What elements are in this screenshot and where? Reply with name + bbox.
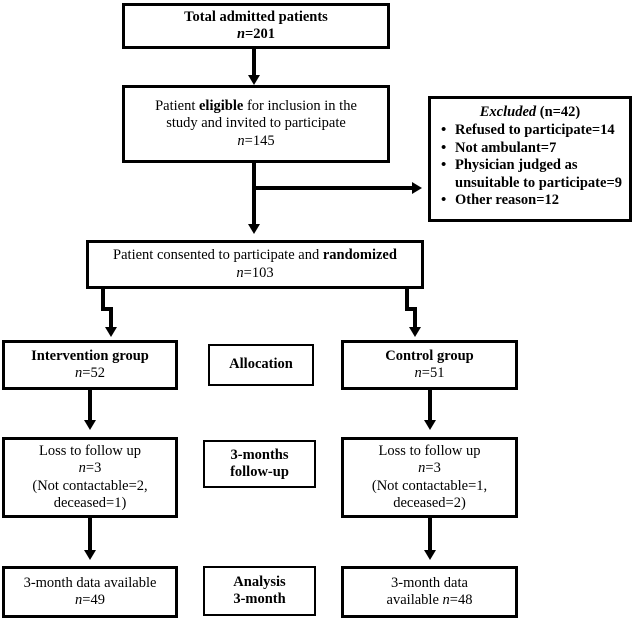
connector-control-stem [413,307,417,329]
label-allocation-text: Allocation [229,356,293,373]
list-item: Not ambulant=7 [441,139,623,157]
connector-randomized-right-drop [405,289,409,311]
label-followup-line1: 3-months [230,446,289,463]
label-analysis: Analysis 3-month [203,566,316,616]
node-data-control-line1: 3-month data [391,574,468,591]
node-eligible-line1: Patient eligible for inclusion in the [155,98,357,115]
label-allocation: Allocation [208,344,314,386]
connector-loss-intervention-to-data [88,518,92,553]
node-eligible-count: n=145 [237,132,275,149]
connector-intervention-stem [109,307,113,329]
arrow-control-to-loss [424,420,436,430]
arrow-eligible-to-randomized [248,224,260,234]
node-data-control: 3-month data available n=48 [341,566,518,618]
node-intervention-group-line1: Intervention group [31,347,149,364]
connector-eligible-stem [252,163,256,226]
node-randomized-count: n=103 [236,264,274,281]
node-randomized-line1: Patient consented to participate and ran… [113,247,397,264]
label-analysis-line1: Analysis [233,573,286,590]
node-eligible-line2: study and invited to participate [166,115,346,132]
node-excluded-title: Excluded (n=42) [479,104,581,120]
connector-eligible-to-excluded [254,186,414,190]
connector-randomized-left-drop [101,289,105,311]
node-loss-control-count: n=3 [418,460,441,477]
arrow-loss-control-to-data [424,550,436,560]
node-control-group: Control group n=51 [341,340,518,390]
arrow-randomized-to-control [409,327,421,337]
node-control-group-count: n=51 [414,365,445,381]
node-intervention-group: Intervention group n=52 [2,340,178,390]
node-intervention-group-count: n=52 [75,365,105,381]
node-data-intervention-line1: 3-month data available [23,574,157,591]
list-item: Other reason=12 [441,191,623,209]
arrow-eligible-to-excluded [412,182,422,194]
node-loss-intervention-line1: Loss to follow up [39,443,141,460]
label-followup: 3-months follow-up [203,440,316,488]
node-excluded: Excluded (n=42) Refused to participate=1… [428,96,632,222]
connector-randomized-right-jog [405,307,417,311]
node-loss-control-line3: (Not contactable=1, [371,477,488,494]
node-control-group-line1: Control group [385,347,474,364]
node-loss-intervention-line4: deceased=1) [53,494,127,511]
node-data-intervention: 3-month data available n=49 [2,566,178,618]
node-loss-control: Loss to follow up n=3 (Not contactable=1… [341,437,518,518]
node-data-control-line2: available n=48 [386,592,473,608]
node-excluded-list: Refused to participate=14 Not ambulant=7… [437,121,623,209]
node-loss-control-line4: deceased=2) [393,494,466,511]
node-total-admitted-count: n=201 [236,26,276,42]
node-randomized: Patient consented to participate and ran… [86,240,424,289]
arrow-intervention-to-loss [84,420,96,430]
node-total-admitted: Total admitted patients n=201 [122,3,390,49]
connector-admitted-to-eligible [252,49,256,77]
connector-loss-control-to-data [428,518,432,553]
node-data-intervention-count: n=49 [75,592,105,608]
node-loss-intervention-count: n=3 [78,460,102,477]
arrow-admitted-to-eligible [248,75,260,85]
label-followup-line2: follow-up [230,464,289,480]
node-total-admitted-line1: Total admitted patients [184,8,328,25]
label-analysis-line2: 3-month [233,591,286,607]
node-eligible: Patient eligible for inclusion in the st… [122,85,390,163]
node-loss-intervention: Loss to follow up n=3 (Not contactable=2… [2,437,178,518]
connector-control-to-loss [428,390,432,422]
node-loss-intervention-line3: (Not contactable=2, [32,477,148,494]
connector-randomized-left-jog [101,307,113,311]
arrow-randomized-to-intervention [105,327,117,337]
list-item: Refused to participate=14 [441,121,623,139]
node-loss-control-line1: Loss to follow up [378,443,481,460]
arrow-loss-intervention-to-data [84,550,96,560]
connector-intervention-to-loss [88,390,92,422]
